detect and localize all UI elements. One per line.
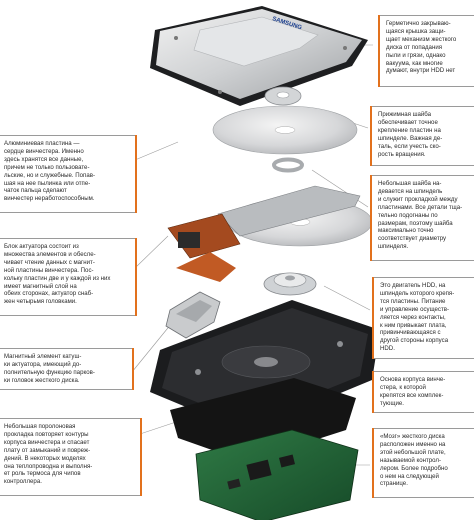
callout-base: Основа корпуса винче- стера, к которой к… [372,371,474,413]
spacer-ring [272,157,304,173]
actuator-magnet [165,291,221,339]
callout-cover: Герметично закрываю- щаяся крышка защи- … [378,15,474,87]
callout-accent-spacer [370,175,372,261]
leader-spacer [311,169,369,208]
hdd-cover: SAMSUNG [150,6,368,106]
leader-spindle [323,285,371,311]
callout-accent-actuator [135,238,137,316]
callout-actuator: Блок актуатора состоит из множества элем… [0,238,137,316]
callout-pcb: «Мозг» жесткого диска расположен именно … [372,428,474,498]
leader-actuator [134,235,169,269]
callout-platter: Алюминиевая пластина — сердце винчестера… [0,135,137,213]
leader-platter [134,141,179,161]
callout-spacer: Небольшая шайба на- девается на шпиндель… [370,175,474,261]
clamp-washer [264,86,302,106]
callout-clamp: Прижимная шайба обеспечивает точное креп… [370,106,474,166]
callout-accent-pcb [372,428,374,498]
controller-pcb [195,429,359,520]
spindle-motor [263,272,317,296]
actuator-assembly [167,185,373,282]
callout-accent-base [372,371,374,413]
callout-accent-clamp [370,106,372,166]
callout-spindle: Это двигатель HDD, на шпиндель которого … [372,277,474,359]
callout-foam: Небольшая поролоновая прокладка повторяе… [0,418,142,496]
callout-accent-spindle [372,277,374,359]
callout-magnet: Магнитный элемент катуш- ки актуатора, и… [0,348,134,390]
callout-accent-foam [140,418,142,496]
callout-accent-magnet [132,348,134,390]
platter-top [212,105,358,155]
callout-accent-platter [135,135,137,213]
callout-accent-cover [378,15,380,87]
